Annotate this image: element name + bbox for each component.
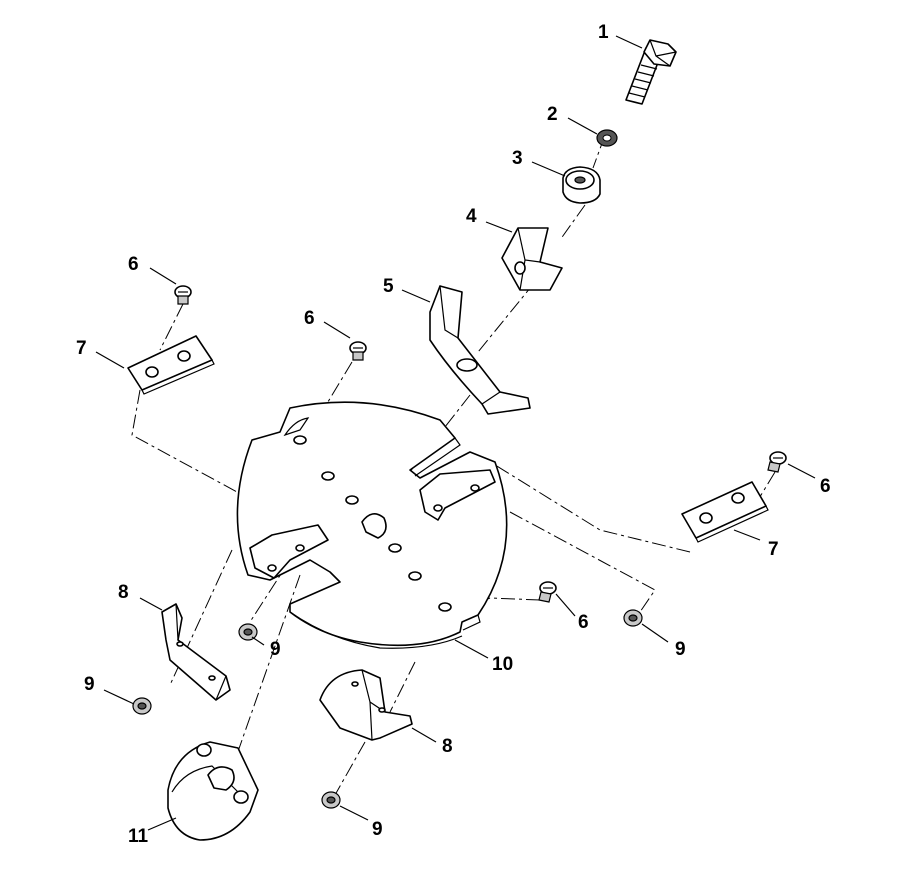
callout-labels: 1 2 3 4 5 6 6 6 7 7 6 8 9 9 10 8 9 11 9 xyxy=(76,22,831,847)
base-plate xyxy=(236,401,508,649)
callout-9: 9 xyxy=(270,639,281,660)
callout-10: 10 xyxy=(492,654,513,675)
mounting-bracket xyxy=(319,669,413,741)
callout-8: 8 xyxy=(442,736,453,757)
hex-bolt xyxy=(625,39,677,105)
mounting-bracket xyxy=(161,603,231,701)
leader-lines xyxy=(95,35,816,831)
callout-2: 2 xyxy=(547,104,558,125)
callout-6: 6 xyxy=(128,254,139,275)
screw xyxy=(349,341,367,361)
clamp-plate xyxy=(127,335,215,395)
hex-nut xyxy=(321,791,341,809)
callout-9: 9 xyxy=(84,674,95,695)
callout-6: 6 xyxy=(304,308,315,329)
callout-6: 6 xyxy=(820,476,831,497)
lock-washer xyxy=(596,129,618,147)
small-bracket xyxy=(501,227,563,291)
screw xyxy=(174,285,192,305)
angled-bracket xyxy=(429,285,531,415)
callout-3: 3 xyxy=(512,148,523,169)
housing-cover xyxy=(167,741,259,841)
spacer xyxy=(562,166,601,204)
callout-6: 6 xyxy=(578,612,589,633)
hex-nut xyxy=(623,609,643,627)
callout-1: 1 xyxy=(598,22,609,43)
callout-7: 7 xyxy=(768,539,779,560)
callout-5: 5 xyxy=(383,276,394,297)
callout-9: 9 xyxy=(372,819,383,840)
callout-4: 4 xyxy=(466,206,477,227)
callout-9: 9 xyxy=(675,639,686,660)
screw xyxy=(538,581,557,603)
callout-8: 8 xyxy=(118,582,129,603)
hex-nut xyxy=(132,697,152,715)
screw xyxy=(767,451,787,473)
callout-7: 7 xyxy=(76,338,87,359)
hex-nut xyxy=(238,623,258,641)
clamp-plate xyxy=(681,481,769,543)
callout-11: 11 xyxy=(128,826,149,847)
